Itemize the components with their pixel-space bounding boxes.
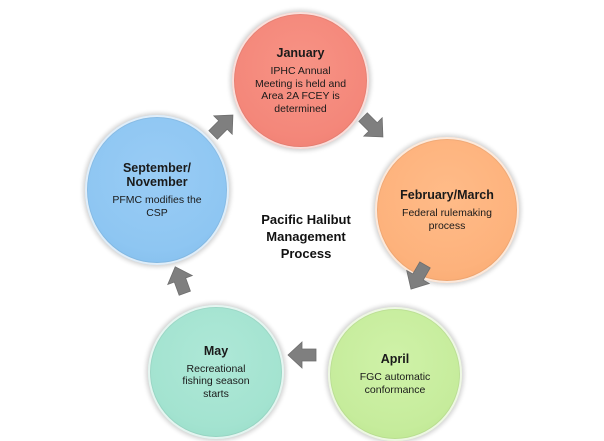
node-may: May Recreational fishing season starts: [148, 305, 284, 439]
node-january-description: IPHC Annual Meeting is held and Area 2A …: [254, 65, 347, 115]
arrow-january-to-february-icon: [352, 106, 394, 148]
node-may-description: Recreational fishing season starts: [182, 362, 250, 400]
node-february-march-description: Federal rulemaking process: [402, 207, 492, 232]
node-september-november-title: September/ November: [122, 161, 192, 189]
node-january: January IPHC Annual Meeting is held and …: [232, 12, 369, 149]
node-february-march-title: February/March: [400, 188, 494, 202]
node-february-march: February/March Federal rulemaking proces…: [375, 137, 519, 283]
node-april-title: April: [380, 352, 410, 366]
node-april: April FGC automatic conformance: [328, 307, 462, 441]
node-may-title: May: [203, 343, 229, 358]
arrow-may-to-september-icon: [161, 261, 199, 299]
arrow-february-to-april-icon: [398, 257, 439, 298]
node-april-description: FGC automatic conformance: [359, 371, 431, 396]
node-september-november-description: PFMC modifies the CSP: [112, 194, 202, 219]
arrow-april-to-may-icon: [287, 340, 317, 370]
node-january-title: January: [276, 46, 325, 60]
arrow-september-to-january-icon: [202, 104, 244, 146]
diagram-center-title: Pacific Halibut Management Process: [261, 212, 351, 261]
node-september-november: September/ November PFMC modifies the CS…: [85, 115, 229, 265]
